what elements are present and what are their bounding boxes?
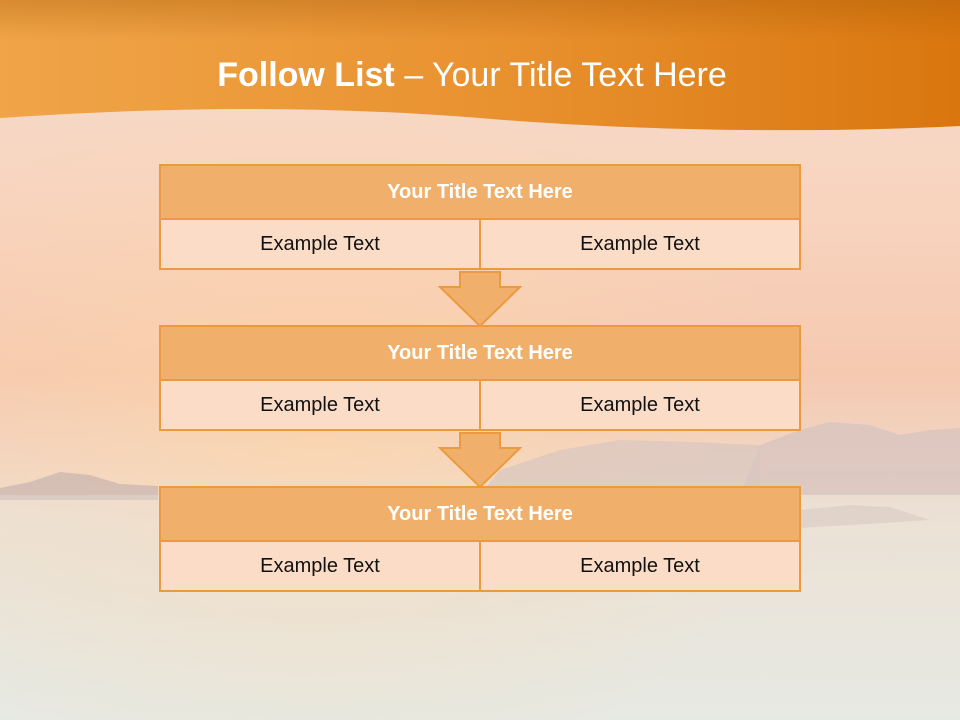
step-2-title: Your Title Text Here: [159, 325, 801, 381]
step-1-left-text: Example Text: [159, 220, 481, 270]
slide-title: Follow List – Your Title Text Here: [0, 52, 944, 98]
step-2-left-text: Example Text: [159, 381, 481, 431]
step-1-right-text: Example Text: [481, 220, 801, 270]
step-3-row: Example Text Example Text: [159, 542, 801, 592]
slide-title-bold: Follow List: [217, 56, 395, 94]
step-1-title: Your Title Text Here: [159, 164, 801, 220]
slide-title-rest: – Your Title Text Here: [394, 56, 727, 94]
step-3-title: Your Title Text Here: [159, 486, 801, 542]
mountain-right: [740, 422, 960, 495]
step-block-1: Your Title Text Here Example Text Exampl…: [159, 164, 801, 270]
mountain-middle: [480, 440, 760, 495]
step-1-row: Example Text Example Text: [159, 220, 801, 270]
down-arrow-icon: [438, 432, 522, 489]
step-2-right-text: Example Text: [481, 381, 801, 431]
step-block-2: Your Title Text Here Example Text Exampl…: [159, 325, 801, 431]
island-left: [0, 472, 158, 500]
step-3-right-text: Example Text: [481, 542, 801, 592]
banner-shade: [0, 0, 960, 40]
down-arrow-icon: [438, 271, 522, 328]
step-3-left-text: Example Text: [159, 542, 481, 592]
step-block-3: Your Title Text Here Example Text Exampl…: [159, 486, 801, 592]
step-2-row: Example Text Example Text: [159, 381, 801, 431]
island-right: [800, 505, 930, 528]
